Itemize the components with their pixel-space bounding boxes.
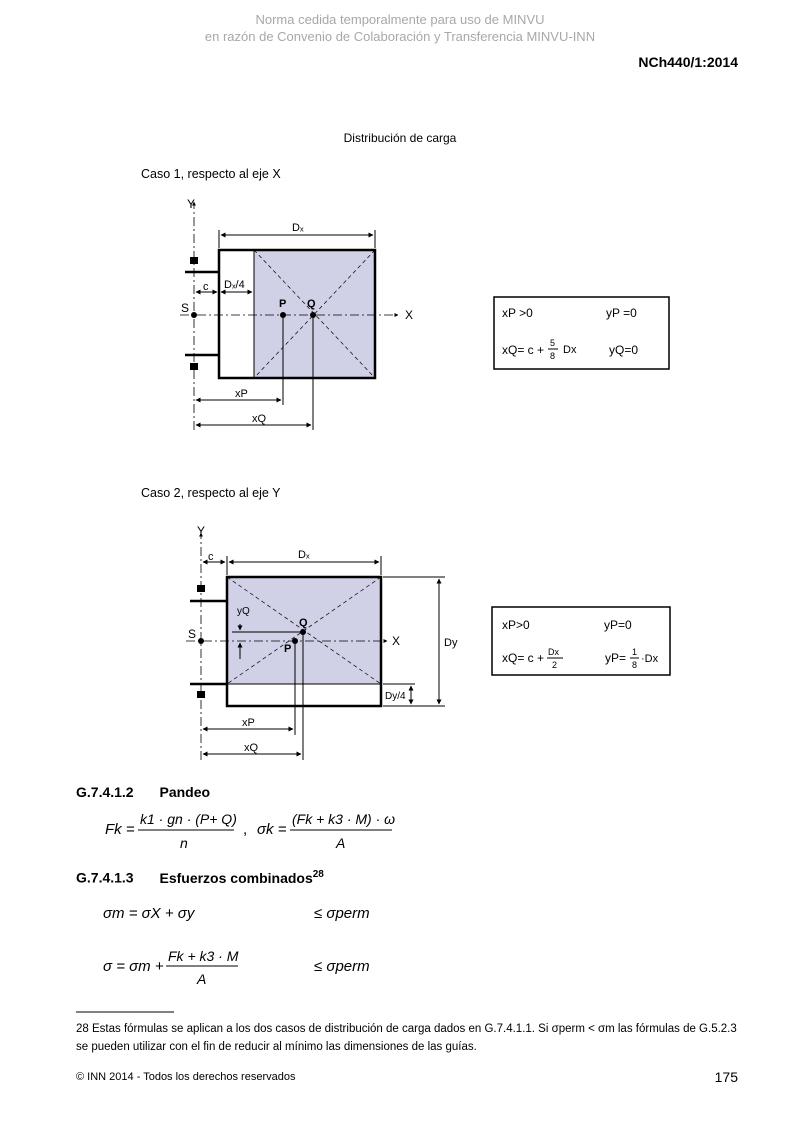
document-id: NCh440/1:2014 bbox=[638, 54, 738, 70]
case1-q-label: Q bbox=[307, 298, 316, 310]
case2-p-label: P bbox=[284, 643, 291, 655]
case2-xq-label: xQ bbox=[244, 742, 259, 754]
comb-eq2-lhs: σ = σm + bbox=[103, 958, 164, 975]
case1-xq-lead: xQ= c + bbox=[502, 343, 544, 357]
case2-yp-lead: yP= bbox=[605, 651, 626, 665]
pandeo-number: G.7.4.1.2 bbox=[76, 784, 134, 800]
case2-x-label: X bbox=[392, 634, 400, 648]
comb-eq2-den: A bbox=[196, 971, 206, 987]
pandeo-f2-num: (Fk + k3 · M) · ω bbox=[292, 811, 395, 827]
case2-car-frame bbox=[225, 575, 383, 708]
combinados-formulas: σm = σX + σy ≤ σperm σ = σm + Fk + k3 · … bbox=[103, 905, 370, 987]
case1-xp-label: xP bbox=[235, 388, 248, 400]
figure-title: Distribución de carga bbox=[343, 131, 457, 145]
case2-point-p bbox=[292, 638, 298, 644]
case2-y-label: Y bbox=[197, 524, 205, 538]
case2-rail-bottom bbox=[197, 691, 205, 698]
case1-xp-cond: xP >0 bbox=[502, 306, 533, 320]
case2-frac-den: 2 bbox=[552, 660, 557, 670]
footnote-text: 28 Estas fórmulas se aplican a los dos c… bbox=[76, 1023, 737, 1053]
case2-diagram: Y X S P Q c Dₓ Dy Dy/4 yQ xP xQ xP>0 yP=… bbox=[186, 524, 671, 760]
case1-point-q bbox=[310, 312, 316, 318]
case1-p-label: P bbox=[279, 298, 286, 310]
case1-yp-cond: yP =0 bbox=[606, 306, 637, 320]
case2-frac2-num: 1 bbox=[632, 647, 637, 657]
case2-point-s bbox=[198, 638, 204, 644]
pandeo-sep: , bbox=[243, 821, 247, 838]
case2-c-label: c bbox=[208, 551, 214, 563]
case2-formula-box bbox=[491, 606, 671, 676]
case1-xq-label: xQ bbox=[252, 413, 267, 425]
pandeo-f1-den: n bbox=[180, 835, 188, 851]
pandeo-heading: G.7.4.1.2 Pandeo bbox=[76, 784, 210, 800]
pandeo-title: Pandeo bbox=[159, 784, 211, 800]
case1-frac-den: 8 bbox=[550, 351, 555, 361]
combinados-footnote-ref: 28 bbox=[312, 869, 324, 880]
case2-title: Caso 2, respecto al eje Y bbox=[141, 486, 281, 500]
case1-title: Caso 1, respecto al eje X bbox=[141, 167, 281, 181]
case1-point-p bbox=[280, 312, 286, 318]
case2-dy4-label: Dy/4 bbox=[385, 691, 406, 702]
case2-s-label: S bbox=[188, 627, 196, 641]
case2-point-q bbox=[300, 629, 306, 635]
case2-xp-label: xP bbox=[242, 717, 255, 729]
case2-yp-cond: yP=0 bbox=[604, 618, 632, 632]
case1-car-frame bbox=[217, 248, 377, 380]
case1-xq-tail: Dx bbox=[563, 344, 577, 356]
case2-rail-top bbox=[197, 585, 205, 592]
case2-frac-num: Dx bbox=[548, 647, 559, 657]
case2-yp-tail: ·Dx bbox=[641, 653, 659, 665]
case1-diagram: Y X S P Q c Dₓ Dₓ/4 xP xQ xP >0 yP =0 xQ… bbox=[180, 197, 670, 430]
combinados-number: G.7.4.1.3 bbox=[76, 869, 134, 886]
footer-copyright: © INN 2014 - Todos los derechos reservad… bbox=[76, 1071, 296, 1083]
pandeo-f2-den: A bbox=[335, 835, 345, 851]
case1-frac-num: 5 bbox=[550, 338, 555, 348]
page-number: 175 bbox=[714, 1069, 738, 1085]
case2-xq-lead: xQ= c + bbox=[502, 651, 544, 665]
combinados-title: Esfuerzos combinados bbox=[159, 869, 313, 886]
case1-dx-label: Dₓ bbox=[292, 222, 304, 234]
comb-eq2-rhs: ≤ σperm bbox=[314, 958, 370, 975]
case1-yq-cond: yQ=0 bbox=[609, 343, 638, 357]
case1-s-label: S bbox=[181, 301, 189, 315]
case2-xp-cond: xP>0 bbox=[502, 618, 530, 632]
pandeo-f1-lhs: Fk = bbox=[105, 821, 135, 838]
case1-y-label: Y bbox=[187, 197, 195, 211]
case1-c-label: c bbox=[203, 281, 209, 293]
pandeo-f1-num: k1 · gn · (P+ Q) bbox=[140, 811, 237, 827]
case1-point-s bbox=[191, 312, 197, 318]
comb-eq1-rhs: ≤ σperm bbox=[314, 905, 370, 922]
pandeo-formulas: Fk = k1 · gn · (P+ Q) n , σk = (Fk + k3 … bbox=[105, 811, 395, 851]
case2-q-label: Q bbox=[299, 617, 308, 629]
combinados-heading: G.7.4.1.3 Esfuerzos combinados28 bbox=[76, 869, 324, 886]
comb-eq2-num: Fk + k3 · M bbox=[168, 948, 239, 964]
case1-dx4-label: Dₓ/4 bbox=[224, 279, 245, 291]
pandeo-f2-lhs: σk = bbox=[257, 821, 287, 838]
case2-dy-label: Dy bbox=[444, 637, 458, 649]
case1-x-label: X bbox=[405, 308, 413, 322]
comb-eq1-lhs: σm = σX + σy bbox=[103, 905, 196, 922]
case1-rail-bottom bbox=[190, 363, 198, 370]
case1-formula-box bbox=[493, 296, 670, 370]
case2-yq-label: yQ bbox=[237, 606, 250, 617]
case1-rail-top bbox=[190, 257, 198, 264]
case2-dx-label: Dₓ bbox=[298, 549, 310, 561]
watermark-line-1: Norma cedida temporalmente para uso de M… bbox=[255, 12, 545, 27]
case2-frac2-den: 8 bbox=[632, 660, 637, 670]
watermark-line-2: en razón de Convenio de Colaboración y T… bbox=[204, 29, 596, 44]
